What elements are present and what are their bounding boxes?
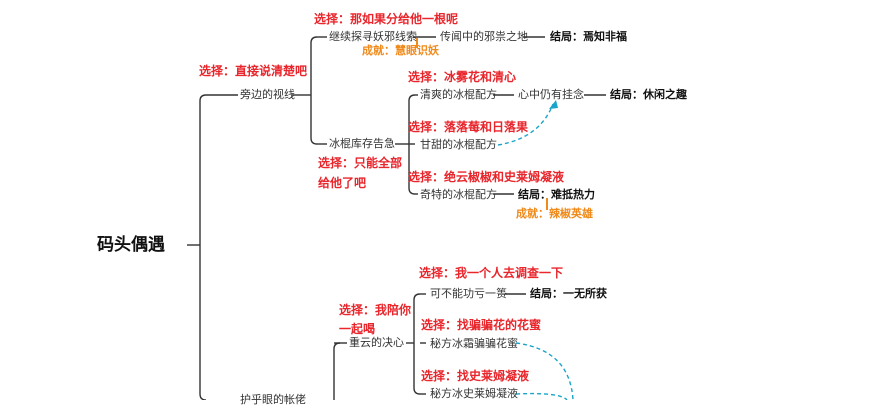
choice-label: 选择：我一个人去调查一下	[419, 266, 564, 280]
node-secret-slime: 秘方冰史莱姆凝液	[430, 387, 518, 400]
ending-title: 难抵热力	[551, 188, 595, 201]
root-node: 码头偶遇	[97, 235, 165, 255]
dashed-arrow	[515, 392, 568, 400]
choice-label: 选择：找史莱姆凝液	[421, 369, 530, 383]
arrow-head-icon	[549, 100, 558, 109]
ending-prefix: 结局：	[550, 30, 583, 43]
node-stock-shortage: 冰棍库存告急	[329, 137, 395, 150]
achievement-label: 成就：慧眼识妖	[362, 44, 439, 57]
connector	[333, 342, 341, 400]
ending-label: 结局：一无所获	[530, 288, 607, 299]
ending-title: 一无所获	[563, 287, 607, 300]
choice-label: 选择：我陪你	[339, 303, 412, 317]
choice-label: 选择：那如果分给他一根呢	[314, 12, 459, 26]
ending-prefix: 结局：	[518, 188, 551, 201]
choice-label: 选择：绝云椒椒和史莱姆凝液	[408, 170, 565, 184]
node-strange-recipe: 奇特的冰棍配方	[420, 188, 497, 201]
connector	[199, 94, 207, 400]
dashed-arrow	[497, 103, 554, 146]
node-continue-search: 继续探寻妖邪线索	[329, 30, 417, 43]
connector	[310, 36, 318, 145]
choice-label: 选择：只能全部	[318, 156, 403, 170]
choice-label: 选择：冰雾花和清心	[408, 70, 517, 84]
node-sideline-gaze: 旁边的视线	[240, 88, 295, 101]
ending-title: 焉知非福	[583, 30, 627, 43]
dashed-arrow	[515, 342, 574, 400]
connector	[413, 293, 421, 395]
achievement-label: 成就：辣椒英雄	[516, 207, 593, 220]
ending-label: 结局：难抵热力	[518, 189, 595, 200]
node-still-concerned: 心中仍有挂念	[518, 88, 584, 101]
choice-label: 一起喝	[339, 322, 376, 336]
node-refreshing-recipe: 清爽的冰棍配方	[420, 88, 497, 101]
node-rumored-place: 传闻中的邪祟之地	[440, 30, 528, 43]
node-secret-nectar: 秘方冰霜骗骗花蜜	[430, 337, 518, 350]
ending-title: 休闲之趣	[643, 88, 687, 101]
ending-label: 结局：休闲之趣	[610, 89, 687, 100]
node-chongyun-resolve: 重云的决心	[349, 336, 404, 349]
node-no-fail: 可不能功亏一篑	[430, 287, 507, 300]
node-sweet-recipe: 甘甜的冰棍配方	[420, 138, 497, 151]
choice-label: 选择：落落莓和日落果	[408, 120, 529, 134]
choice-label: 选择：直接说清楚吧	[199, 64, 308, 78]
ending-label: 结局：焉知非福	[550, 31, 627, 42]
ending-prefix: 结局：	[530, 287, 563, 300]
choice-label: 选择：找骗骗花的花蜜	[421, 318, 542, 332]
ending-prefix: 结局：	[610, 88, 643, 101]
choice-label: 给他了吧	[318, 176, 367, 190]
